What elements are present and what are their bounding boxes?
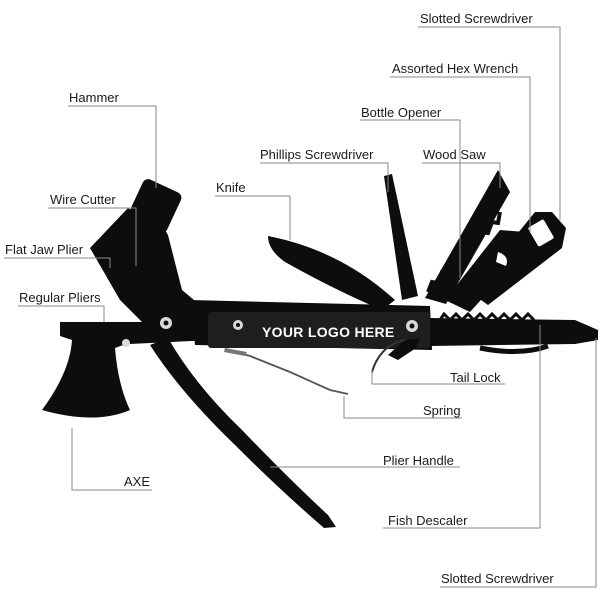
label-phillips-screwdriver: Phillips Screwdriver: [260, 147, 374, 162]
label-wire-cutter: Wire Cutter: [50, 192, 116, 207]
leader-line-hammer: [68, 105, 157, 188]
leader-line-wire-cutter: [48, 207, 137, 266]
leader-line-knife: [215, 195, 291, 240]
label-wood-saw: Wood Saw: [423, 147, 486, 162]
wire-cutter-jaw: [124, 208, 150, 260]
axe-head: [42, 322, 150, 418]
label-bottle-opener: Bottle Opener: [361, 105, 442, 120]
bottle-opener-blade: [445, 230, 528, 312]
spring-wire: [227, 349, 349, 395]
plier-handle: [150, 338, 336, 528]
leader-line-spring: [343, 396, 462, 419]
leader-line-bottle-opener: [360, 119, 461, 278]
leader-line-wood-saw: [422, 162, 501, 188]
label-slotted-screwdriver-top: Slotted Screwdriver: [420, 11, 533, 26]
label-fish-descaler: Fish Descaler: [388, 513, 468, 528]
leader-line-hex-wrench: [390, 76, 531, 232]
logo-plate: [208, 312, 430, 348]
leader-line-flat-jaw-plier: [4, 257, 111, 268]
hammer-plier-head: [90, 205, 200, 330]
label-tail-lock: Tail Lock: [450, 370, 501, 385]
leader-line-fish-descaler: [383, 325, 541, 529]
knife-blade: [268, 236, 395, 310]
bottle-opener-hook: [496, 252, 507, 266]
spring-clip: [224, 348, 247, 356]
label-knife: Knife: [216, 180, 246, 195]
fish-descaler-blade: [430, 318, 598, 346]
label-regular-pliers: Regular Pliers: [19, 290, 101, 305]
label-assorted-hex-wrench: Assorted Hex Wrench: [392, 61, 519, 76]
logo-text: YOUR LOGO HERE: [262, 324, 395, 340]
label-slotted-screwdriver-bottom: Slotted Screwdriver: [441, 571, 554, 586]
rivet: [409, 323, 415, 329]
tail-lock: [388, 338, 420, 360]
label-plier-handle: Plier Handle: [383, 453, 454, 468]
multitool: YOUR LOGO HERE: [42, 170, 598, 528]
fish-descaler-teeth: [438, 311, 536, 323]
leader-line-axe: [71, 428, 152, 491]
label-spring: Spring: [423, 403, 461, 418]
rivet: [163, 320, 169, 326]
label-hammer: Hammer: [69, 90, 119, 105]
leader-line-slotted-screwdriver-bottom: [440, 338, 597, 588]
axe-neck: [100, 318, 212, 345]
leader-line-regular-pliers: [18, 305, 105, 322]
tail-lock-ring: [371, 339, 406, 373]
fish-descaler-edge: [479, 343, 549, 355]
wood-saw-blade: [425, 170, 510, 304]
label-axe: AXE: [124, 474, 151, 489]
wood-saw-teeth: [426, 211, 502, 293]
hex-wrench-hole: [528, 219, 554, 247]
leader-line-tail-lock: [371, 370, 505, 385]
rivet: [122, 339, 130, 347]
leader-line-phillips-screwdriver: [260, 162, 389, 192]
phillips-screwdriver-blade: [384, 174, 418, 300]
leader-lines: [4, 26, 597, 588]
rivet: [236, 323, 240, 327]
label-flat-jaw-plier: Flat Jaw Plier: [5, 242, 84, 257]
leader-line-slotted-screwdriver-top: [418, 26, 561, 220]
